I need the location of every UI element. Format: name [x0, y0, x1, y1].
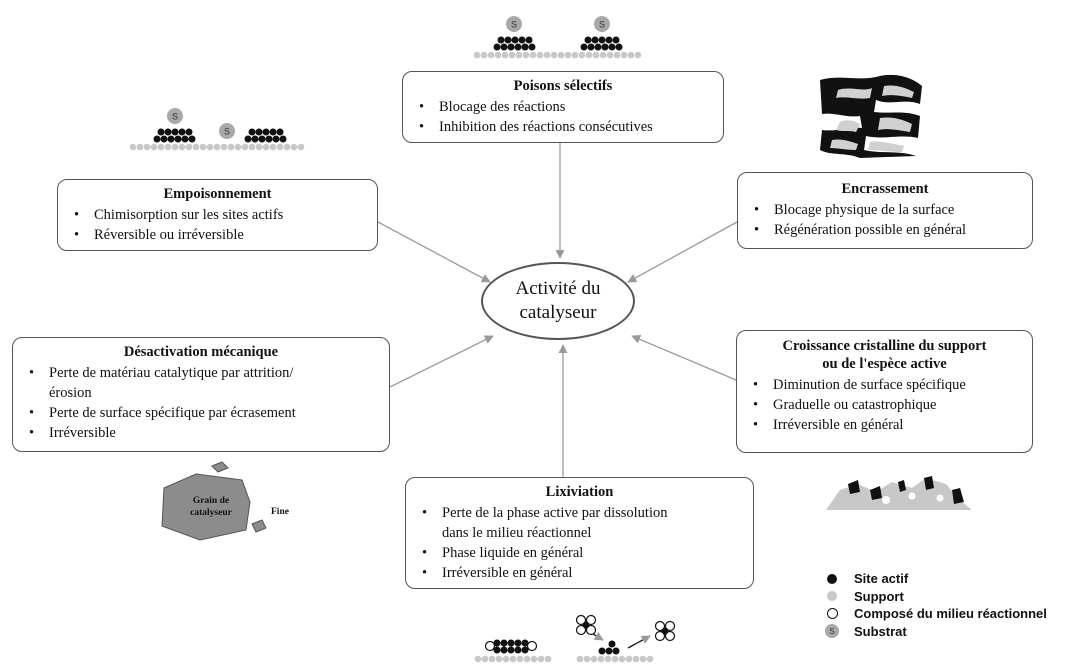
center-line-2: catalyseur — [519, 302, 597, 323]
grain-label-line-2: catalyseur — [190, 508, 232, 518]
grain-label: Grain de catalyseur — [176, 495, 246, 519]
box-title: Encrassement — [841, 181, 929, 197]
box-item-continuation: dans le milieu réactionnel — [442, 525, 592, 541]
box-title: Empoisonnement — [163, 186, 272, 202]
box-lixiviation: Lixiviation Perte de la phase active par… — [405, 477, 754, 589]
box-item-continuation: érosion — [49, 385, 92, 401]
arrow-encrassement — [627, 221, 738, 283]
grain-illustration — [161, 461, 267, 541]
poisons-illustration: S S — [473, 16, 642, 59]
legend-item-compose: Composé du milieu réactionnel — [822, 605, 1047, 623]
box-item: Réversible ou irréversible — [74, 225, 367, 245]
box-item: Perte de matériau catalytique par attrit… — [29, 363, 379, 383]
substrate-letter: S — [825, 624, 839, 639]
center-line-1: Activité du — [515, 278, 601, 299]
box-item: Irréversible — [29, 423, 379, 443]
catalyst-activity-node: Activité du catalyseur — [481, 262, 635, 340]
arrow-empoisonnement — [377, 221, 491, 283]
svg-text:S: S — [172, 112, 178, 122]
legend-item-substrat: S Substrat — [822, 623, 1047, 641]
box-title-line-2: ou de l'espèce active — [822, 356, 947, 372]
box-item: Diminution de surface spécifique — [753, 375, 1022, 395]
substrate-icon: S S — [506, 16, 610, 32]
svg-text:S: S — [224, 127, 230, 137]
box-poisons-selectifs: Poisons sélectifs Blocage des réactions … — [402, 71, 724, 143]
box-item: Perte de surface spécifique par écraseme… — [29, 403, 379, 423]
box-item: Chimisorption sur les sites actifs — [74, 205, 367, 225]
box-encrassement: Encrassement Blocage physique de la surf… — [737, 172, 1033, 249]
box-title: Poisons sélectifs — [513, 78, 613, 94]
box-item: Phase liquide en général — [422, 543, 743, 563]
legend-label: Composé du milieu réactionnel — [854, 606, 1047, 622]
box-item: Blocage physique de la surface — [754, 200, 1022, 220]
box-item: Irréversible en général — [422, 563, 743, 583]
legend-label: Substrat — [854, 623, 907, 639]
grain-label-line-1: Grain de — [192, 496, 230, 506]
site-actif-icon — [822, 573, 842, 584]
fine-label: Fine — [271, 507, 289, 517]
substrate-icon: S — [822, 624, 842, 639]
legend-label: Support — [854, 588, 904, 604]
box-item: Blocage des réactions — [419, 97, 713, 117]
open-circle-icon — [822, 608, 842, 620]
box-title: Lixiviation — [545, 484, 614, 500]
legend-label: Site actif — [854, 571, 909, 587]
box-title-line-1: Croissance cristalline du support — [782, 338, 987, 354]
svg-text:S: S — [599, 20, 605, 30]
empoisonnement-illustration: S S — [129, 108, 305, 151]
legend-item-site-actif: Site actif — [822, 570, 1047, 588]
box-item: Irréversible en général — [753, 415, 1022, 435]
arrows — [377, 143, 738, 477]
arrow-croissance — [631, 335, 737, 381]
lixiviation-illustration — [474, 614, 676, 663]
box-item: Perte de la phase active par dissolution — [422, 503, 743, 523]
box-title: Désactivation mécanique — [123, 344, 279, 360]
support-icon — [822, 591, 842, 602]
support-row-top — [473, 51, 642, 59]
substrate-label: S — [511, 20, 517, 30]
box-desactivation-mecanique: Désactivation mécanique Perte de matéria… — [12, 337, 390, 452]
legend-item-support: Support — [822, 588, 1047, 606]
arrow-desactivation — [389, 335, 494, 388]
box-item: Inhibition des réactions consécutives — [419, 117, 713, 137]
box-item: Régénération possible en général — [754, 220, 1022, 240]
legend: Site actif Support Composé du milieu réa… — [822, 570, 1047, 640]
encrassement-illustration — [818, 74, 922, 158]
croissance-illustration — [826, 476, 972, 510]
box-empoisonnement: Empoisonnement Chimisorption sur les sit… — [57, 179, 378, 251]
box-croissance-cristalline: Croissance cristalline du support ou de … — [736, 330, 1033, 453]
box-item: Graduelle ou catastrophique — [753, 395, 1022, 415]
